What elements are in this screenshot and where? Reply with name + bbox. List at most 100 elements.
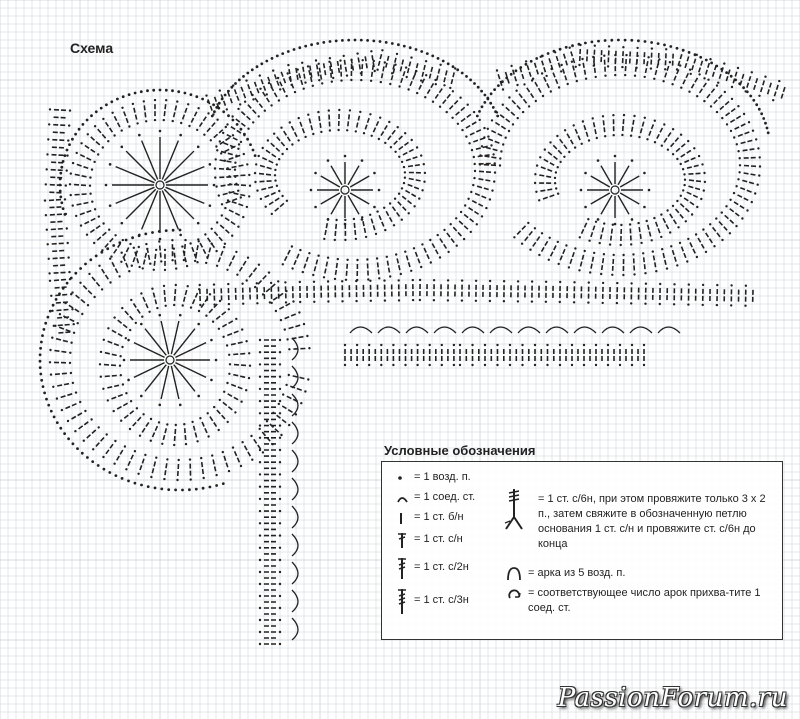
paisley-left-inner-dot [191, 420, 194, 424]
paisley-left-inner-dot [217, 428, 220, 432]
scallop-dot [54, 298, 58, 301]
connector-top-right-dot [649, 67, 653, 70]
frame-horizontal-dot [355, 343, 359, 347]
connector-horizontal-dot [460, 299, 464, 302]
paisley-right-outer-dot [479, 154, 482, 157]
paisley-left-inner-dot [248, 352, 251, 355]
scallop-dot [58, 183, 62, 187]
paisley-left-inner-dot [156, 306, 159, 310]
paisley-left-outer-dot [245, 279, 248, 282]
paisley-left-outer-dot [69, 351, 72, 354]
scallop-dot [215, 484, 219, 487]
connector-horizontal-dot [284, 301, 288, 304]
paisley-left-inner-dot [218, 299, 222, 303]
scallop-dot [408, 46, 412, 50]
rosette-upper-left-ring-dot [237, 143, 241, 146]
scallop-dot [63, 432, 66, 435]
scallop-dot [243, 132, 246, 136]
paisley-middle-outer-dot [410, 269, 413, 272]
scallop-dot [725, 71, 728, 74]
rosette-upper-left-ring-dot [224, 206, 227, 210]
frame-vertical-dot [278, 387, 282, 391]
paisley-middle-outer-dot [472, 110, 476, 114]
scallop-dot [60, 165, 64, 169]
paisley-right-inner-dot [650, 239, 653, 242]
legend-item-cluster: = 1 ст. с/6н, при этом провяжите только … [538, 493, 766, 550]
frame-horizontal-dot [496, 363, 499, 367]
paisley-middle-rosette-spoke [320, 192, 341, 205]
paisley-left-rosette-spoke [175, 361, 207, 378]
scallop-dot [116, 97, 119, 101]
scallop-dot [637, 39, 640, 43]
paisley-left-outer-dot [235, 250, 238, 254]
connector-top-right-dot [635, 66, 638, 70]
paisley-right-outer-dot [548, 236, 551, 239]
paisley-right-inner-dot [700, 197, 703, 201]
paisley-right-inner-dot [683, 173, 686, 176]
connector-top-left-dot [449, 86, 452, 90]
paisley-left-inner-dot [118, 364, 122, 367]
scallop-dot [546, 52, 550, 55]
paisley-left-outer-dot [137, 472, 140, 475]
paisley-middle-inner-dot [288, 121, 291, 124]
paisley-right-outer-dot [729, 198, 732, 201]
paisley-left-outer-dot [200, 456, 203, 460]
connector-top-left-dot [405, 75, 408, 79]
paisley-middle-outer-dot [234, 161, 237, 164]
paisley-left-rosette-dot [197, 322, 200, 326]
scallop-dot [710, 61, 713, 65]
paisley-left-inner-dot [213, 405, 216, 409]
paisley-right-outer-dot [729, 129, 733, 133]
paisley-right-inner-dot [578, 236, 581, 239]
rosette-upper-left-ring-dot [93, 160, 96, 164]
connector-horizontal-dot [369, 299, 372, 302]
frame-vertical-dot [278, 448, 282, 452]
connector-horizontal-dot [701, 283, 705, 287]
paisley-middle-outer-dot [488, 198, 492, 201]
scallop-dot [108, 471, 112, 474]
scallop-dot [59, 195, 63, 199]
paisley-right-outer-dot [498, 164, 502, 167]
connector-horizontal-dot [716, 283, 719, 287]
paisley-right-outer-dot [527, 105, 531, 108]
paisley-left-outer-dot [79, 400, 82, 404]
paisley-middle-inner-dot [407, 212, 410, 215]
frame-vertical [264, 339, 276, 645]
scallop-dot [699, 55, 703, 59]
edge-left-vertical-dot [48, 279, 52, 282]
paisley-middle-outer-dot [216, 149, 219, 152]
paisley-left-inner-dot [181, 304, 184, 307]
paisley-middle-inner-dot [388, 202, 392, 205]
paisley-middle-inner-dot [354, 130, 357, 133]
paisley-right-outer-dot [756, 183, 759, 186]
paisley-middle-rosette-dot [314, 205, 317, 209]
paisley-left-inner-dot [228, 363, 232, 366]
paisley-right-outer-dot [723, 90, 726, 94]
paisley-middle-outer-dot [468, 142, 471, 145]
paisley-left-inner-dot [102, 338, 106, 341]
connector-top-right-dot [606, 65, 610, 68]
edge-left-vertical-dot [47, 138, 50, 141]
paisley-left-inner-dot [142, 413, 145, 416]
paisley-middle-outer-dot [398, 85, 401, 88]
rosette-upper-left-ring-dot [80, 142, 83, 145]
frame-vertical-dot [258, 570, 262, 574]
scallop-dot [40, 378, 44, 382]
paisley-right-inner-dot [555, 187, 558, 190]
scallop-dot [460, 71, 464, 75]
paisley-middle-inner-dot [266, 139, 270, 142]
paisley-left-inner-dot [186, 285, 189, 288]
paisley-left-outer-dot [274, 309, 278, 313]
frame-horizontal-dot [452, 343, 456, 347]
paisley-middle-inner-dot [403, 176, 407, 179]
frame-vertical-dot [258, 546, 262, 549]
paisley-right-inner-dot [683, 178, 687, 181]
paisley-left-outer-dot [304, 390, 307, 393]
paisley-left-inner-dot [245, 340, 248, 343]
paisley-left-outer-dot [149, 262, 152, 265]
paisley-left-outer-dot [72, 331, 76, 334]
paisley-left-inner-dot [130, 298, 133, 302]
scallop-dot [221, 482, 225, 485]
paisley-middle-inner-dot [328, 129, 332, 132]
paisley-middle-outer-dot [270, 104, 273, 107]
